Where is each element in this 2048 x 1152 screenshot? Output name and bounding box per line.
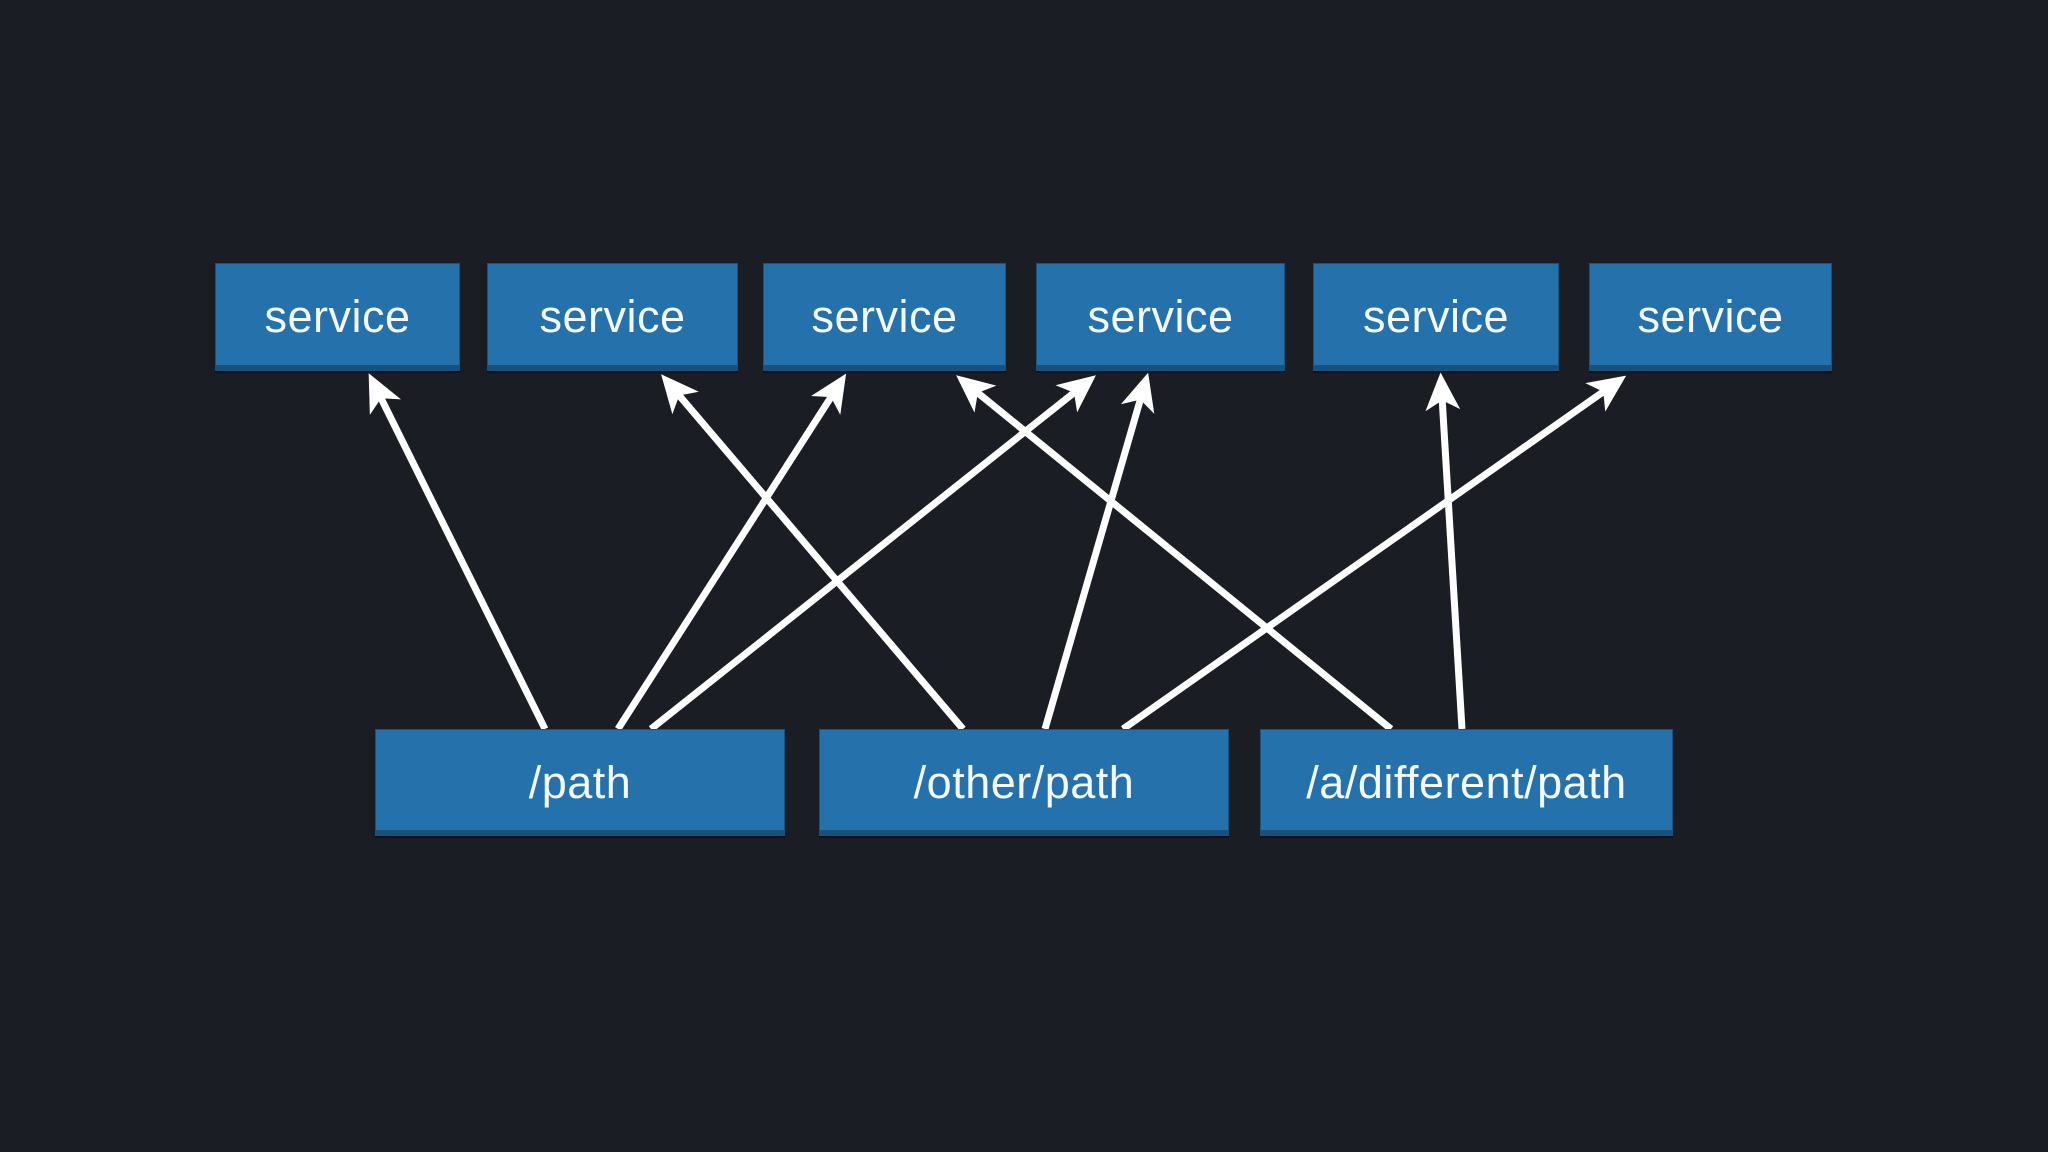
arrow-/path-to-service-4 (648, 375, 1096, 732)
arrow-/other/path-to-service-2 (661, 374, 966, 732)
service-node-label: service (264, 291, 411, 342)
service-node-2: service (487, 263, 738, 371)
service-node-5: service (1313, 263, 1559, 371)
path-node-3: /a/different/path (1260, 729, 1673, 836)
path-node-label: /path (528, 756, 632, 808)
edges-group (368, 372, 1627, 732)
arrow-/path-to-service-3 (615, 373, 847, 731)
service-node-6: service (1589, 263, 1832, 371)
service-node-3: service (763, 263, 1006, 371)
arrow-/path-to-service-1 (368, 373, 549, 731)
arrow-/other/path-to-service-4 (1041, 372, 1155, 730)
path-node-1: /path (375, 729, 785, 836)
path-node-label: /a/different/path (1306, 756, 1627, 808)
service-node-4: service (1036, 263, 1285, 371)
path-node-2: /other/path (819, 729, 1229, 836)
arrow-/other/path-to-service-6 (1120, 375, 1627, 732)
service-node-label: service (1087, 291, 1234, 342)
arrow-/a/different/path-to-service-5 (1425, 372, 1466, 730)
path-node-label: /other/path (913, 756, 1135, 808)
service-node-label: service (1362, 291, 1510, 342)
arrow-/a/different/path-to-service-3 (956, 375, 1394, 732)
service-node-1: service (215, 263, 460, 371)
service-node-label: service (1637, 291, 1784, 342)
service-node-label: service (539, 291, 686, 342)
service-node-label: service (811, 291, 958, 342)
